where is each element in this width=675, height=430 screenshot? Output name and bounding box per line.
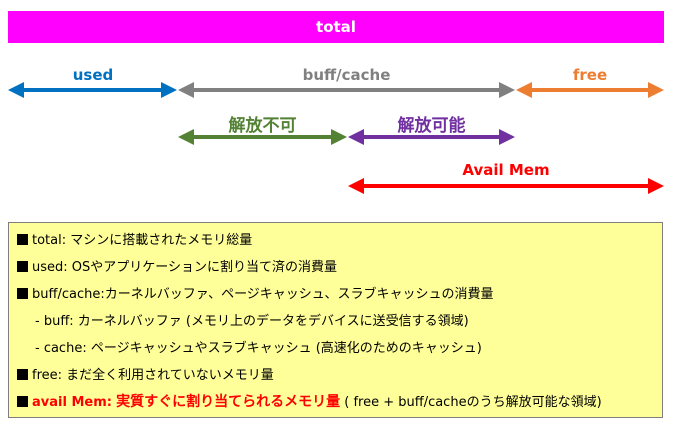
legend-item-total: total: マシンに搭載されたメモリ総量 (17, 227, 662, 254)
square-bullet-icon (17, 234, 28, 245)
square-bullet-icon (17, 396, 28, 407)
total-bar: total (8, 11, 664, 43)
avail-mem-label: Avail Mem (462, 161, 550, 179)
free-label: free (572, 66, 608, 84)
legend-desc: ( free + buff/cacheのうち解放可能な領域) (344, 395, 602, 410)
legend-term: avail Mem: (32, 395, 112, 410)
legend-item-avail: avail Mem: 実質すぐに割り当てられるメモリ量 ( free + buf… (17, 389, 662, 416)
avail-mem-arrow (348, 178, 664, 194)
legend-desc: マシンに搭載されたメモリ総量 (70, 233, 253, 248)
buff-cache-label: buff/cache (302, 66, 391, 84)
square-bullet-icon (17, 261, 28, 272)
square-bullet-icon (17, 288, 28, 299)
non-releasable-label: 解放不可 (228, 116, 297, 136)
legend-item-buff-cache: buff/cache:カーネルバッファ、ページキャッシュ、スラブキャッシュの消費… (17, 281, 662, 308)
total-label: total (316, 18, 356, 36)
releasable-arrow (348, 129, 515, 145)
legend-term: total: (32, 233, 67, 248)
releasable-label: 解放可能 (397, 116, 466, 136)
legend-item-cache: - cache: ページキャッシュやスラブキャッシュ (高速化のためのキャッシュ… (17, 335, 662, 362)
legend-desc: カーネルバッファ (メモリ上のデータをデバイスに送受信する領域) (77, 314, 469, 329)
legend-box: total: マシンに搭載されたメモリ総量 used: OSやアプリケーションに… (8, 222, 663, 418)
legend-desc: ページキャッシュやスラブキャッシュ (高速化のためのキャッシュ) (90, 341, 482, 356)
legend-term: free: (32, 368, 63, 383)
legend-term: - buff: (35, 314, 74, 329)
arrow-diagram (8, 82, 664, 194)
legend-term: used: (32, 260, 68, 275)
used-arrow (8, 82, 177, 98)
square-bullet-icon (17, 369, 28, 380)
legend-item-used: used: OSやアプリケーションに割り当て済の消費量 (17, 254, 662, 281)
legend-term: - cache: (35, 341, 87, 356)
free-arrow (516, 82, 664, 98)
legend-term: buff/cache: (32, 287, 105, 302)
legend-item-buff: - buff: カーネルバッファ (メモリ上のデータをデバイスに送受信する領域) (17, 308, 662, 335)
buff-cache-arrow (178, 82, 515, 98)
legend-desc: OSやアプリケーションに割り当て済の消費量 (71, 260, 338, 275)
legend-desc: まだ全く利用されていないメモリ量 (66, 368, 274, 383)
used-label: used (72, 66, 114, 84)
legend-item-free: free: まだ全く利用されていないメモリ量 (17, 362, 662, 389)
non-releasable-arrow (178, 129, 347, 145)
legend-desc: カーネルバッファ、ページキャッシュ、スラブキャッシュの消費量 (104, 287, 494, 302)
legend-highlight: 実質すぐに割り当てられるメモリ量 (116, 394, 341, 410)
